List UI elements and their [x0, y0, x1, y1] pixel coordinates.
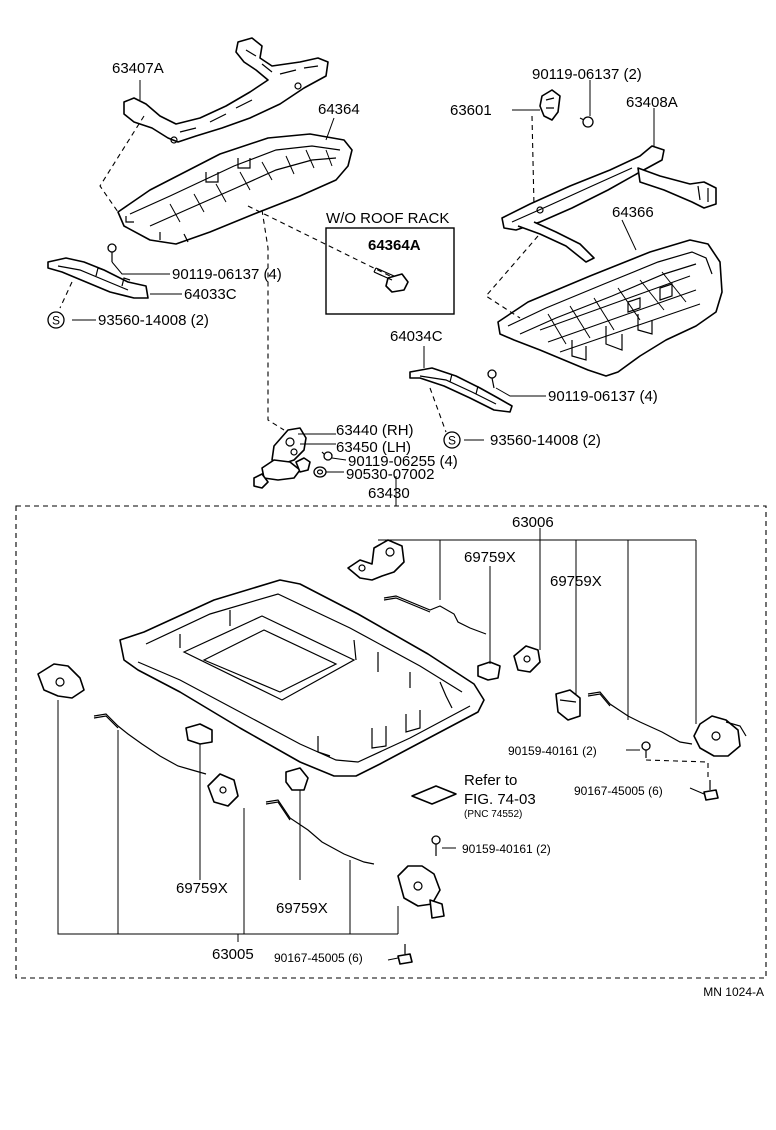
label-pnc-ref: (PNC 74552) — [464, 809, 522, 820]
label-90159-40161-bottom: 90159-40161 (2) — [462, 842, 551, 856]
top-dashed-guides — [59, 115, 539, 433]
trim-64034C — [409, 367, 513, 413]
spring-rod-top — [383, 595, 487, 635]
label-64364: 64364 — [318, 101, 360, 118]
fig-ref-pad — [411, 785, 457, 805]
screw-symbol-right: S — [443, 431, 461, 449]
assembly-63430-frame — [15, 505, 767, 979]
clip-69759X-d — [285, 767, 309, 791]
bolt-90119-06255 — [321, 451, 333, 461]
hinge-63440-63450 — [253, 427, 311, 489]
seat-tray-frame — [119, 579, 485, 777]
assembly-leader-lines — [57, 528, 709, 961]
label-69759X-a: 69759X — [464, 549, 516, 566]
svg-text:S: S — [448, 434, 456, 448]
spring-rod-lower — [265, 799, 375, 865]
assembly-labels: 63006 69759X 69759X 90159-40161 (2) 9016… — [176, 514, 663, 965]
latch-lower-left — [207, 773, 239, 807]
bolt-90167-bottom — [397, 944, 413, 965]
spring-rod-right — [587, 691, 693, 745]
label-refer-to: Refer to — [464, 772, 517, 789]
label-93560-14008-2-left: 93560-14008 (2) — [98, 312, 209, 329]
bolt-90167-right — [703, 780, 719, 801]
diagram-code: MN 1024-A — [703, 985, 764, 999]
latch-top — [347, 539, 405, 581]
label-64364A: 64364A — [368, 237, 421, 254]
clip-69759X-b — [555, 689, 581, 721]
console-box-64366 — [497, 239, 723, 377]
label-63450-lh: 63450 (LH) — [336, 439, 411, 456]
label-90167-45005-right: 90167-45005 (6) — [574, 784, 663, 798]
bracket-63408A — [501, 145, 717, 263]
trim-64033C — [47, 257, 149, 299]
bolt-90119-06137-2 — [579, 116, 594, 128]
bolt-64364A — [373, 267, 409, 293]
bushing-90530-07002 — [313, 466, 327, 478]
wo-roof-rack-box — [325, 227, 455, 315]
clip-69759X-c — [185, 723, 213, 745]
label-69759X-b: 69759X — [550, 573, 602, 590]
label-64033C: 64033C — [184, 286, 237, 303]
label-90119-06137-2: 90119-06137 (2) — [532, 66, 642, 83]
label-69759X-d: 69759X — [276, 900, 328, 917]
console-cover-64364 — [117, 133, 353, 245]
label-63006: 63006 — [512, 514, 554, 531]
latch-right — [693, 715, 747, 757]
screw-symbol-left: S — [47, 311, 65, 329]
label-fig-ref: FIG. 74-03 — [464, 791, 536, 808]
label-93560-14008-2-right: 93560-14008 (2) — [490, 432, 601, 449]
label-63005: 63005 — [212, 946, 254, 963]
bolt-90119-right — [487, 369, 497, 389]
label-64034C: 64034C — [390, 328, 443, 345]
top-labels: 63407A 64364 90119-06137 (2) 63601 63408… — [98, 60, 678, 502]
label-90167-45005-bottom: 90167-45005 (6) — [274, 951, 363, 965]
latch-63006 — [513, 645, 541, 673]
label-63440-rh: 63440 (RH) — [336, 422, 414, 439]
label-64366: 64366 — [612, 204, 654, 221]
label-90119-06137-4-right: 90119-06137 (4) — [548, 388, 658, 405]
label-90159-40161-right: 90159-40161 (2) — [508, 744, 597, 758]
bracket-63407A — [123, 37, 329, 144]
label-63430: 63430 — [368, 485, 410, 502]
latch-left — [37, 663, 85, 699]
clip-63601 — [539, 89, 561, 121]
label-63407A: 63407A — [112, 60, 164, 77]
bolt-90159-right — [641, 741, 651, 758]
label-90119-06137-4-left: 90119-06137 (4) — [172, 266, 282, 283]
label-63601: 63601 — [450, 102, 492, 119]
svg-text:S: S — [52, 314, 60, 328]
clip-69759X-a — [477, 661, 501, 681]
top-leader-lines — [72, 80, 655, 506]
label-63408A: 63408A — [626, 94, 678, 111]
spring-rod-left — [93, 713, 207, 775]
label-wo-roof-rack: W/O ROOF RACK — [326, 210, 449, 227]
label-90119-06255: 90119-06255 (4) — [348, 453, 458, 470]
bolt-90159-bottom — [431, 835, 441, 856]
bolt-90119-left — [107, 243, 117, 262]
label-90530-07002: 90530-07002 — [346, 466, 434, 483]
label-69759X-c: 69759X — [176, 880, 228, 897]
latch-bottom — [397, 865, 445, 919]
